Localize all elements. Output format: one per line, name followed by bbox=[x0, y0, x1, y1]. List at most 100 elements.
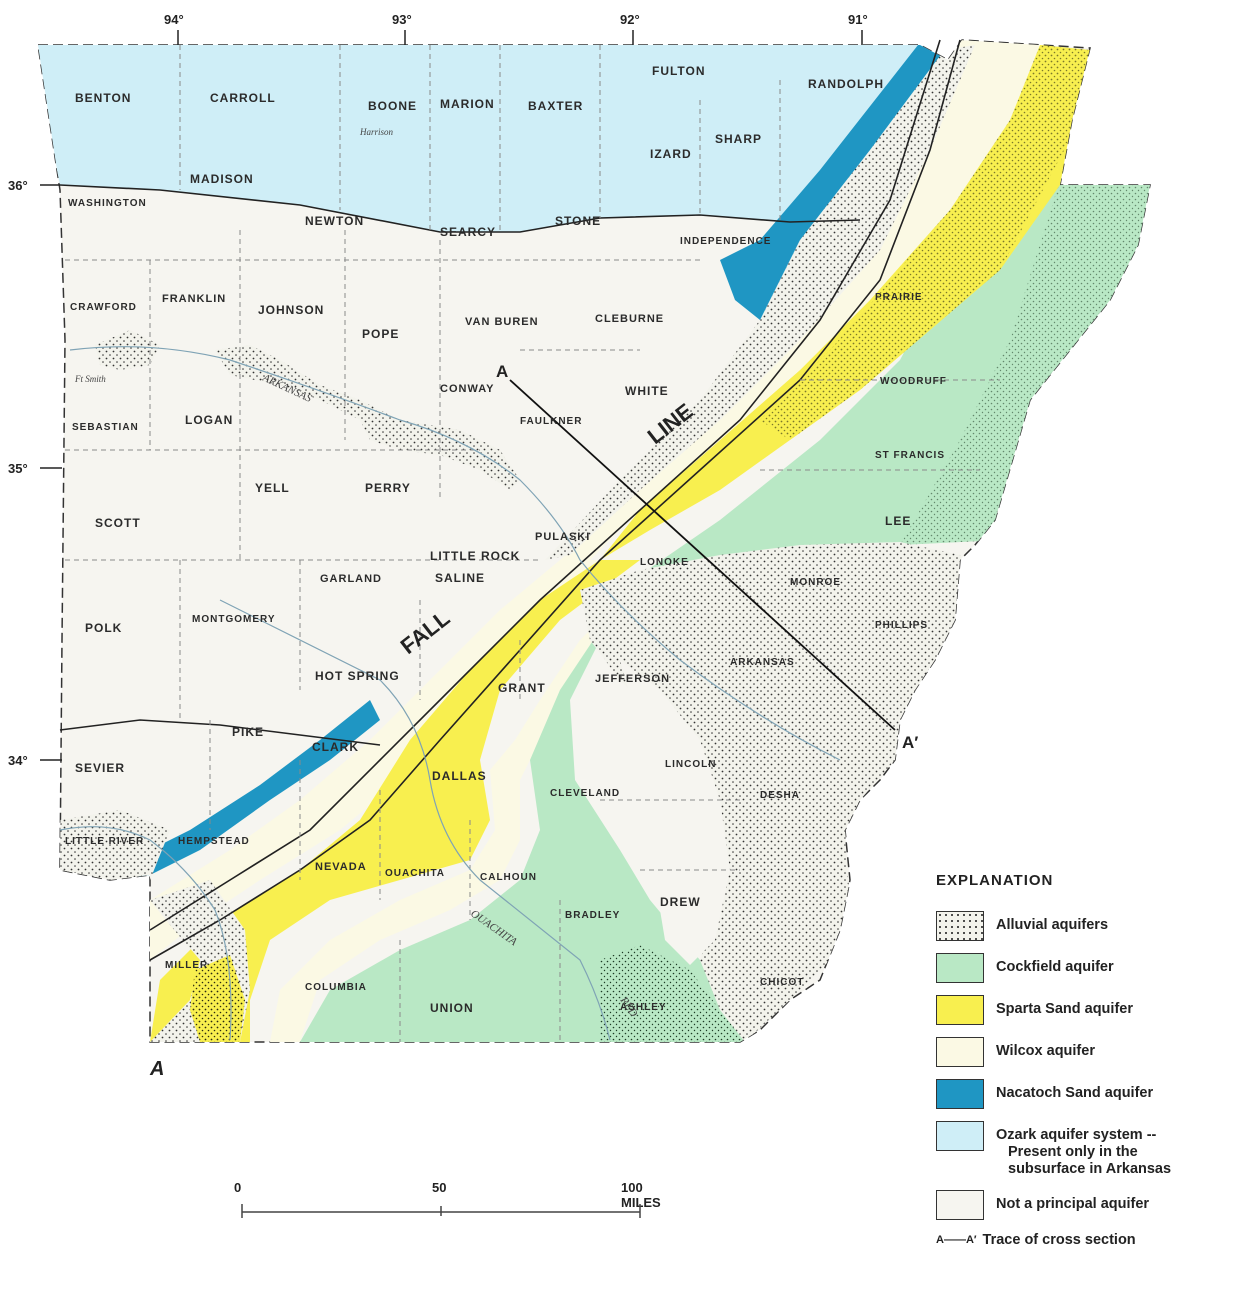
lon-93-label: 93° bbox=[392, 12, 412, 27]
legend-item-alluvial: Alluvial aquifers bbox=[936, 911, 1232, 941]
county-perry: PERRY bbox=[365, 481, 411, 495]
alluvial-ne-zone bbox=[545, 45, 975, 560]
city-ftsmith: Ft Smith bbox=[74, 374, 106, 384]
section-a-bottom: A bbox=[149, 1058, 164, 1080]
county-stfrancis: ST FRANCIS bbox=[875, 450, 945, 461]
legend-label-ozark: Ozark aquifer system -- Present only in … bbox=[996, 1121, 1171, 1178]
legend-item-trace: A——A′ Trace of cross section bbox=[936, 1232, 1232, 1248]
county-cleveland: CLEVELAND bbox=[550, 788, 620, 799]
county-randolph: RANDOLPH bbox=[808, 77, 884, 91]
zone-boundaries bbox=[59, 39, 961, 961]
county-clark: CLARK bbox=[312, 740, 359, 754]
county-searcy: SEARCY bbox=[440, 225, 496, 239]
legend-swatch-sparta bbox=[936, 995, 984, 1025]
nacatoch-ne-zone bbox=[720, 45, 948, 320]
legend-item-cockfield: Cockfield aquifer bbox=[936, 953, 1232, 983]
legend-label-cockfield: Cockfield aquifer bbox=[996, 959, 1114, 975]
legend: EXPLANATION Alluvial aquifers Cockfield … bbox=[936, 872, 1232, 1248]
county-pope: POPE bbox=[362, 327, 399, 341]
county-izard: IZARD bbox=[650, 147, 692, 161]
county-labels: BENTON CARROLL BOONE MARION BAXTER FULTO… bbox=[65, 64, 947, 1015]
county-columbia: COLUMBIA bbox=[305, 982, 367, 993]
county-boone: BOONE bbox=[368, 99, 417, 113]
lat-34-label: 34° bbox=[8, 753, 28, 768]
county-chicot: CHICOT bbox=[760, 977, 804, 988]
county-independence: INDEPENDENCE bbox=[680, 236, 771, 247]
fall-line-curve-3 bbox=[59, 719, 381, 746]
county-lines bbox=[65, 45, 1000, 1042]
county-newton: NEWTON bbox=[305, 214, 364, 228]
drew-lobe bbox=[620, 660, 730, 965]
county-sebastian: SEBASTIAN bbox=[72, 422, 139, 433]
county-prairie: PRAIRIE bbox=[875, 292, 923, 303]
legend-item-sparta: Sparta Sand aquifer bbox=[936, 995, 1232, 1025]
legend-swatch-cockfield bbox=[936, 953, 984, 983]
county-arkansas: ARKANSAS bbox=[730, 657, 795, 668]
legend-label-ozark-2: Present only in the bbox=[1008, 1144, 1138, 1160]
county-cleburne: CLEBURNE bbox=[595, 313, 664, 325]
county-johnson: JOHNSON bbox=[258, 303, 324, 317]
degree-ticks bbox=[40, 30, 863, 761]
fall-line-curve-1 bbox=[149, 39, 961, 961]
trace-symbol: A——A′ bbox=[936, 1234, 977, 1246]
county-yell: YELL bbox=[255, 481, 290, 495]
scale-bar-graphic bbox=[241, 1204, 641, 1218]
red-river bbox=[59, 826, 232, 1041]
lon-91-label: 91° bbox=[848, 12, 868, 27]
cockfield-sw-zone bbox=[300, 600, 740, 1042]
trace-label: Trace of cross section bbox=[982, 1232, 1136, 1248]
county-woodruff: WOODRUFF bbox=[880, 376, 947, 387]
county-saline: SALINE bbox=[435, 571, 485, 585]
alluvial-sw-zone bbox=[60, 810, 170, 880]
county-lee: LEE bbox=[885, 514, 911, 528]
section-a-top: A bbox=[496, 362, 508, 381]
legend-swatch-not-principal bbox=[936, 1190, 984, 1220]
county-montgomery: MONTGOMERY bbox=[192, 614, 276, 625]
county-jefferson: JEFFERSON bbox=[595, 673, 670, 685]
legend-item-wilcox: Wilcox aquifer bbox=[936, 1037, 1232, 1067]
county-lincoln: LINCOLN bbox=[665, 759, 716, 770]
alluvial-river-1 bbox=[95, 330, 160, 370]
alluvial-union-zone bbox=[600, 945, 745, 1042]
legend-label-not-principal: Not a principal aquifer bbox=[996, 1196, 1150, 1212]
rivers bbox=[59, 346, 841, 1041]
legend-label-nacatoch: Nacatoch Sand aquifer bbox=[996, 1085, 1154, 1101]
county-benton: BENTON bbox=[75, 91, 131, 105]
lon-94-label: 94° bbox=[164, 12, 184, 27]
scale-tick-50: 50 bbox=[432, 1180, 447, 1195]
county-sevier: SEVIER bbox=[75, 761, 125, 775]
scale-tick-0: 0 bbox=[234, 1180, 242, 1195]
county-faulkner: FAULKNER bbox=[520, 416, 582, 427]
legend-title: EXPLANATION bbox=[936, 872, 1054, 889]
county-white: WHITE bbox=[625, 384, 669, 398]
county-stone: STONE bbox=[555, 214, 601, 228]
legend-item-nacatoch: Nacatoch Sand aquifer bbox=[936, 1079, 1232, 1109]
legend-swatch-wilcox bbox=[936, 1037, 984, 1067]
county-monroe: MONROE bbox=[790, 577, 841, 588]
county-washington: WASHINGTON bbox=[68, 198, 147, 209]
lat-36-label: 36° bbox=[8, 178, 28, 193]
county-polk: POLK bbox=[85, 621, 122, 635]
legend-label-ozark-1: Ozark aquifer system -- bbox=[996, 1127, 1157, 1143]
county-baxter: BAXTER bbox=[528, 99, 583, 113]
county-carroll: CARROLL bbox=[210, 91, 276, 105]
legend-swatch-ozark bbox=[936, 1121, 984, 1151]
county-garland: GARLAND bbox=[320, 573, 382, 585]
legend-label-sparta: Sparta Sand aquifer bbox=[996, 1001, 1133, 1017]
arkansas-river bbox=[69, 346, 841, 761]
county-desha: DESHA bbox=[760, 790, 800, 801]
legend-swatch-nacatoch bbox=[936, 1079, 984, 1109]
county-madison: MADISON bbox=[190, 172, 254, 186]
lon-92-label: 92° bbox=[620, 12, 640, 27]
county-sharp: SHARP bbox=[715, 132, 762, 146]
county-fulton: FULTON bbox=[652, 64, 706, 78]
county-vanburen: VAN BUREN bbox=[465, 316, 539, 328]
county-drew: DREW bbox=[660, 895, 701, 909]
county-ouachita: OUACHITA bbox=[385, 868, 445, 879]
ozark-zone bbox=[38, 40, 950, 232]
county-pike: PIKE bbox=[232, 725, 264, 739]
county-scott: SCOTT bbox=[95, 516, 141, 530]
county-phillips: PHILLIPS bbox=[875, 620, 928, 631]
county-hempstead: HEMPSTEAD bbox=[178, 836, 250, 847]
county-logan: LOGAN bbox=[185, 413, 233, 427]
